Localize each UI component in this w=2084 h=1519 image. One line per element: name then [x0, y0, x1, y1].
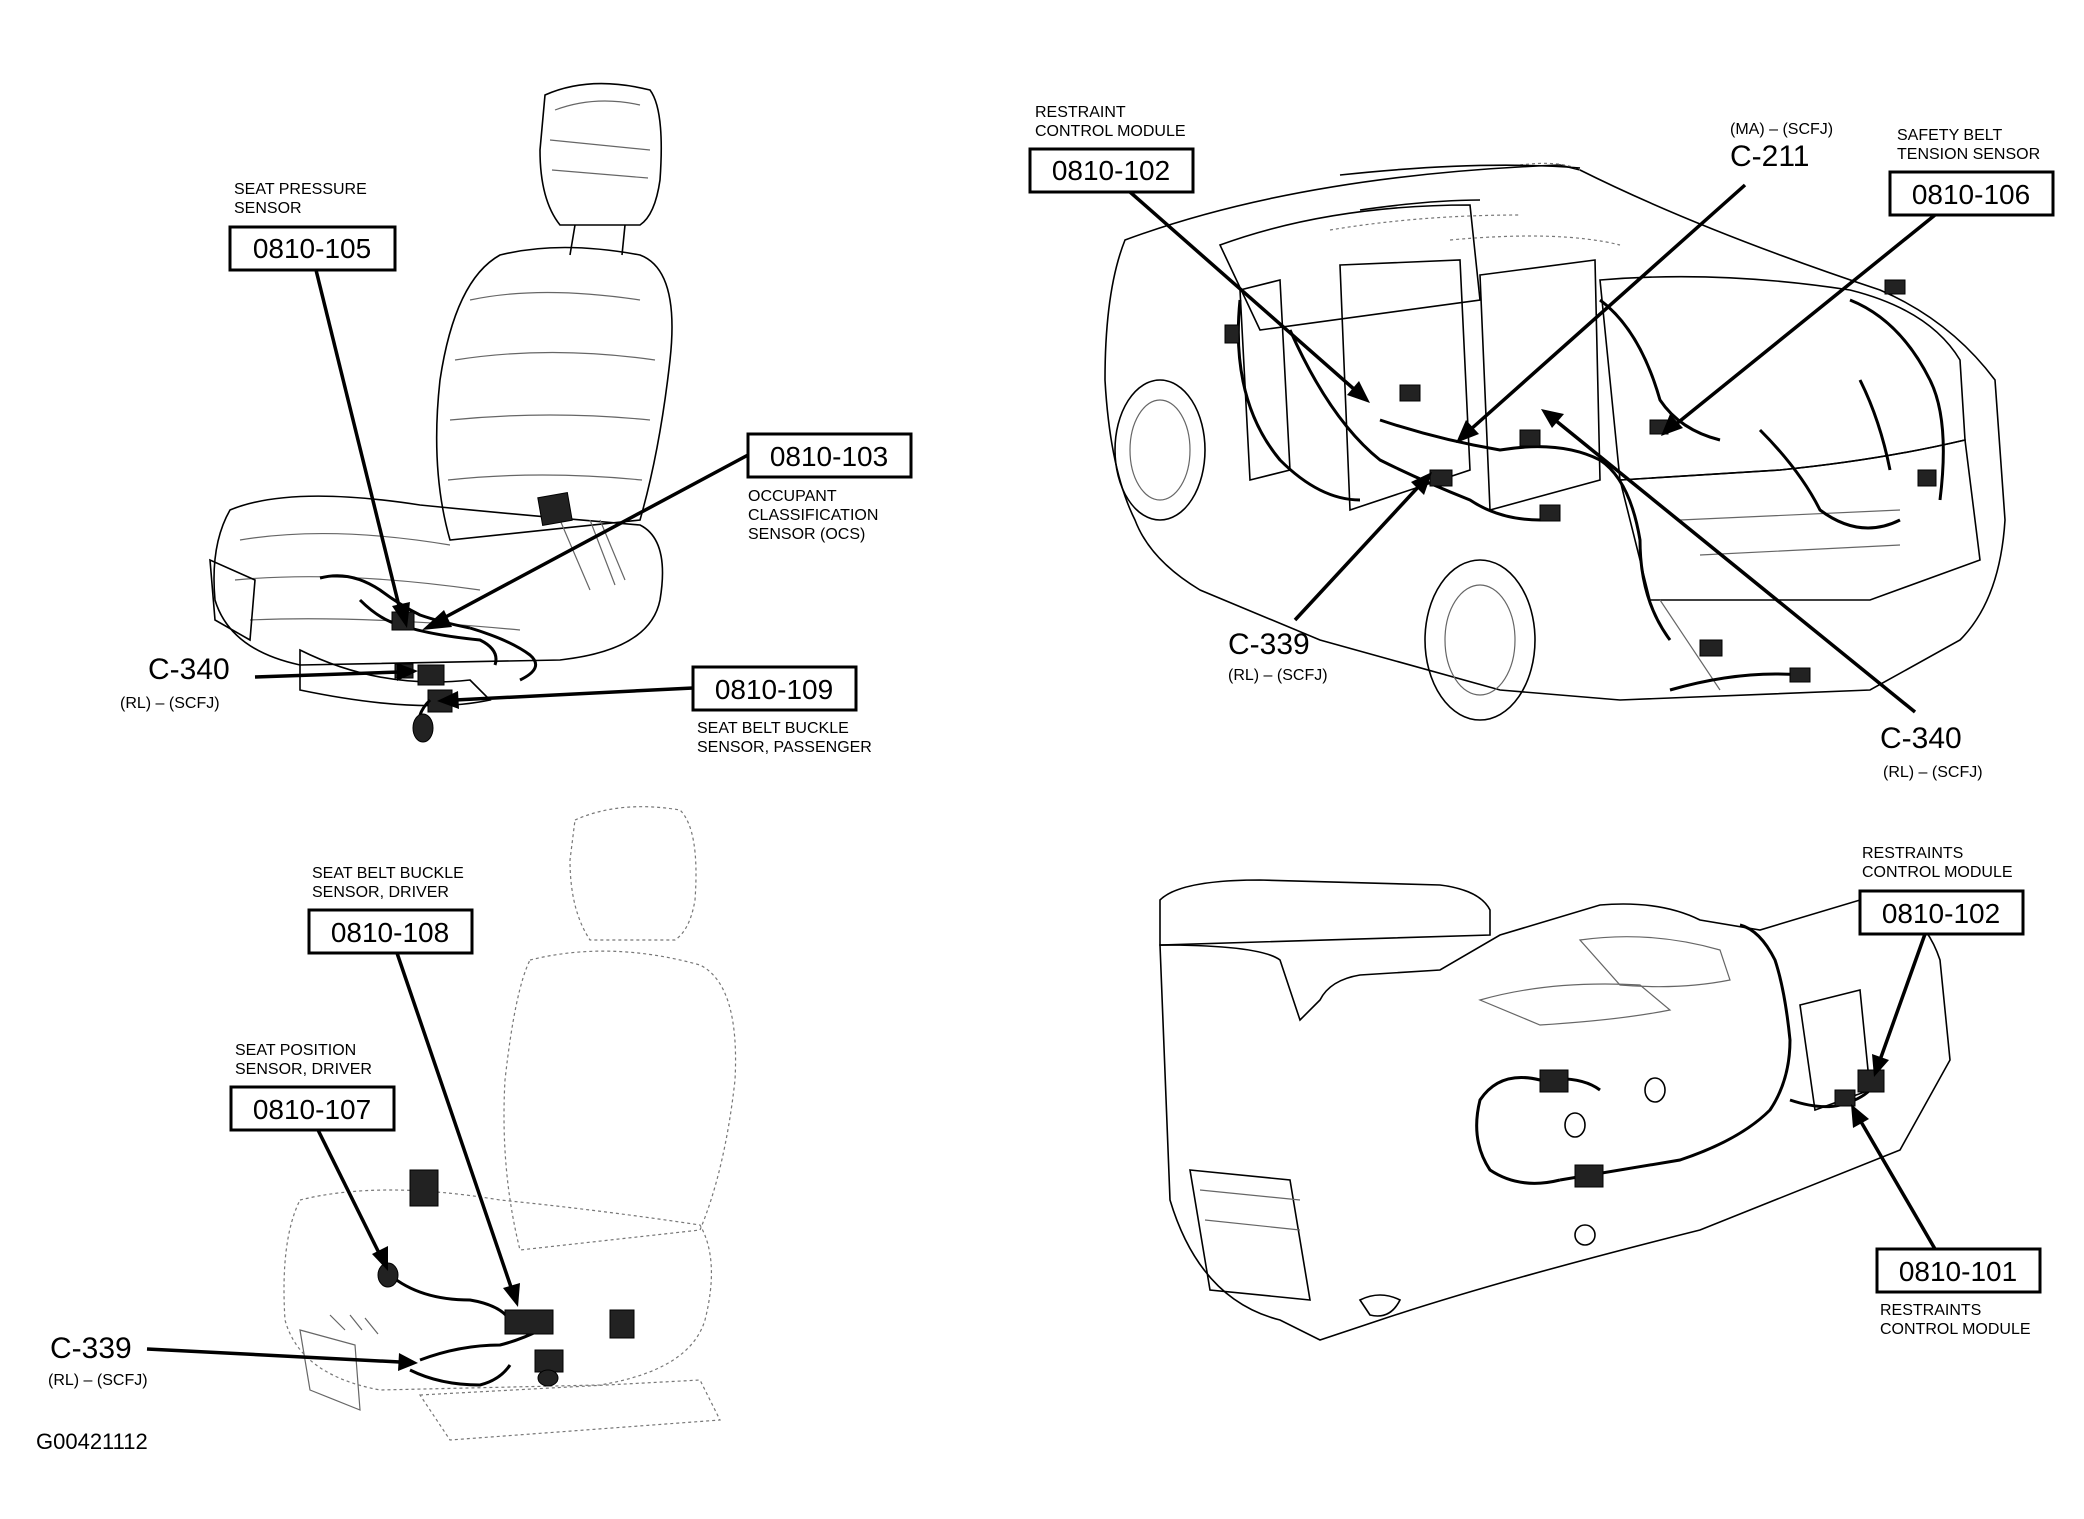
c340-seat-sub: (RL) – (SCFJ): [120, 695, 220, 712]
belt-tension-code-box: [1888, 170, 2055, 217]
rcm-console-top-desc-2: CONTROL MODULE: [1862, 864, 2013, 881]
c340-vehicle-name: C-340: [1880, 722, 1962, 755]
driver-seat-harness: [377, 1262, 564, 1387]
callout-c340-seat: C-340 (RL) – (SCFJ): [120, 653, 418, 712]
callout-buckle-passenger: 0810-109 SEAT BELT BUCKLE SENSOR, PASSEN…: [437, 665, 872, 756]
rcm-console-bottom-code: 0810-101: [1899, 1256, 2017, 1287]
callout-rcm-vehicle: RESTRAINT CONTROL MODULE 0810-102: [1028, 104, 1370, 403]
callout-c340-vehicle: C-340 (RL) – (SCFJ): [1541, 409, 1983, 781]
passenger-seat-harness: [319, 574, 538, 743]
rcm-console-bottom-desc-2: CONTROL MODULE: [1880, 1321, 2031, 1338]
buckle-driver-desc-2: SENSOR, DRIVER: [312, 884, 449, 901]
seat-pressure-code-box: [228, 225, 397, 272]
console-illustration: [1159, 879, 1951, 1341]
passenger-seat-illustration: [209, 82, 673, 707]
buckle-passenger-desc-2: SENSOR, PASSENGER: [697, 739, 872, 756]
ocs-desc-1: OCCUPANT: [748, 488, 837, 505]
c339-seat-sub: (RL) – (SCFJ): [48, 1372, 148, 1389]
buckle-passenger-code: 0810-109: [715, 674, 833, 705]
buckle-driver-code: 0810-108: [331, 917, 449, 948]
buckle-passenger-desc-1: SEAT BELT BUCKLE: [697, 720, 849, 737]
buckle-driver-desc-1: SEAT BELT BUCKLE: [312, 865, 464, 882]
belt-tension-desc-2: TENSION SENSOR: [1897, 146, 2040, 163]
callout-c211: (MA) – (SCFJ) C-211: [1456, 121, 1833, 443]
c211-name: C-211: [1730, 140, 1809, 173]
rcm-vehicle-desc-2: CONTROL MODULE: [1035, 123, 1186, 140]
buckle-driver-code-box: [307, 908, 474, 955]
belt-tension-desc-1: SAFETY BELT: [1897, 127, 2002, 144]
callout-rcm-console-top: RESTRAINTS CONTROL MODULE 0810-102: [1858, 845, 2025, 1077]
callout-rcm-console-bottom: 0810-101 RESTRAINTS CONTROL MODULE: [1851, 1104, 2042, 1338]
c340-seat-name: C-340: [148, 653, 230, 686]
ocs-code: 0810-103: [770, 441, 888, 472]
rcm-vehicle-code: 0810-102: [1052, 155, 1170, 186]
console-harness: [1475, 923, 1885, 1188]
callout-belt-tension: SAFETY BELT TENSION SENSOR 0810-106: [1661, 127, 2055, 436]
seat-pressure-desc-2: SENSOR: [234, 200, 302, 217]
c340-vehicle-sub: (RL) – (SCFJ): [1883, 764, 1983, 781]
callout-seat-pressure-sensor: SEAT PRESSURE SENSOR 0810-105: [228, 181, 410, 628]
rcm-vehicle-code-box: [1028, 147, 1195, 194]
c339-seat-name: C-339: [50, 1332, 132, 1365]
callout-seat-position: SEAT POSITION SENSOR, DRIVER 0810-107: [229, 1042, 396, 1271]
c211-sub: (MA) – (SCFJ): [1730, 121, 1833, 138]
ocs-desc-2: CLASSIFICATION: [748, 507, 878, 524]
callout-buckle-driver: SEAT BELT BUCKLE SENSOR, DRIVER 0810-108: [307, 865, 520, 1307]
seat-position-code-box: [229, 1085, 396, 1132]
callout-c339-vehicle: C-339 (RL) – (SCFJ): [1228, 472, 1432, 684]
seat-position-desc-1: SEAT POSITION: [235, 1042, 356, 1059]
ocs-desc-3: SENSOR (OCS): [748, 526, 865, 543]
figure-id: G00421112: [36, 1429, 148, 1454]
callout-c339-seat: C-339 (RL) – (SCFJ): [48, 1332, 418, 1389]
rcm-vehicle-desc-1: RESTRAINT: [1035, 104, 1126, 121]
seat-pressure-desc-1: SEAT PRESSURE: [234, 181, 367, 198]
rcm-console-top-desc-1: RESTRAINTS: [1862, 845, 1963, 862]
rcm-console-bottom-code-box: [1875, 1247, 2042, 1294]
rcm-console-top-code-box: [1858, 889, 2025, 936]
belt-tension-code: 0810-106: [1912, 179, 2030, 210]
c339-vehicle-sub: (RL) – (SCFJ): [1228, 667, 1328, 684]
seat-position-code: 0810-107: [253, 1094, 371, 1125]
rcm-console-bottom-desc-1: RESTRAINTS: [1880, 1302, 1981, 1319]
seat-position-desc-2: SENSOR, DRIVER: [235, 1061, 372, 1078]
callout-ocs: 0810-103 OCCUPANT CLASSIFICATION SENSOR …: [422, 432, 913, 630]
vehicle-harness: [1224, 164, 1945, 692]
buckle-passenger-code-box: [691, 665, 858, 712]
seat-pressure-code: 0810-105: [253, 233, 371, 264]
ocs-code-box: [746, 432, 913, 479]
rcm-console-top-code: 0810-102: [1882, 898, 2000, 929]
c339-vehicle-name: C-339: [1228, 628, 1310, 661]
